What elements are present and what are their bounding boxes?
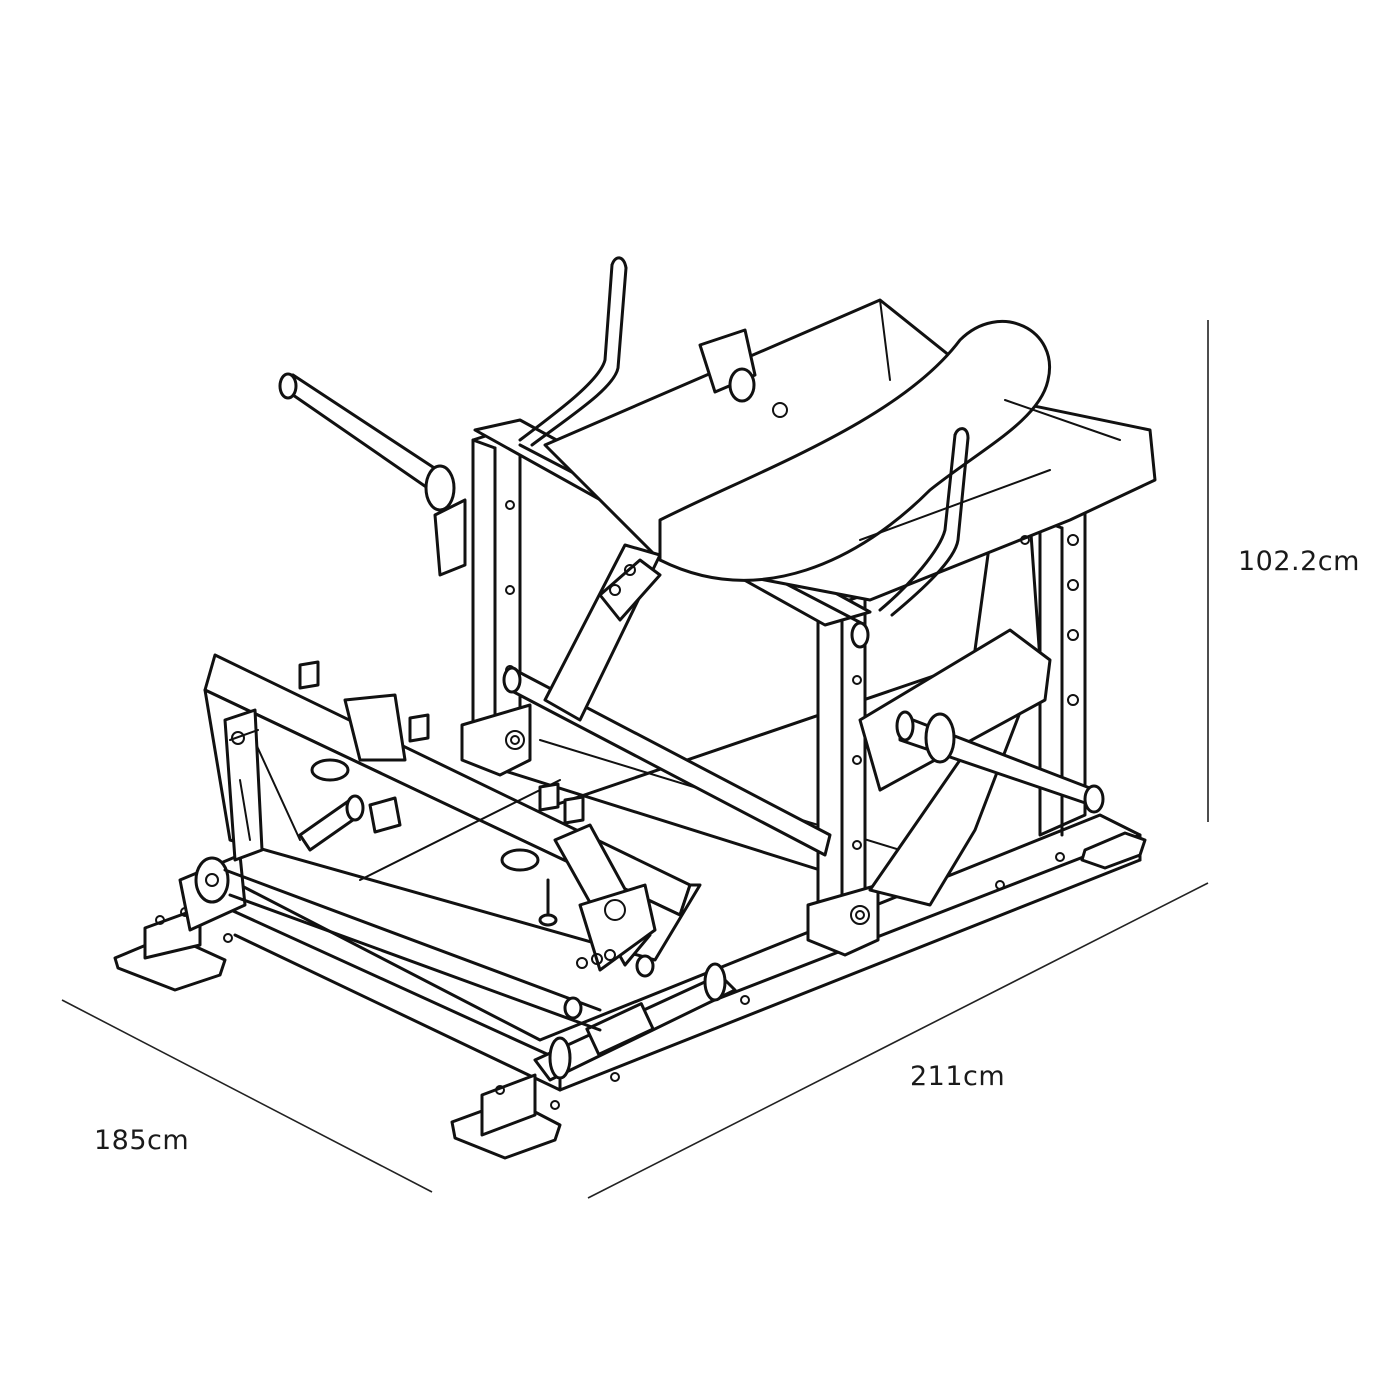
front-base-tube — [533, 962, 750, 1110]
back-pad-assembly — [543, 298, 1157, 602]
height-dimension-label: 102.2cm — [1238, 546, 1360, 577]
width-dimension-label: 185cm — [94, 1125, 190, 1156]
foot-pad-front-right — [450, 1073, 562, 1160]
back-support — [858, 518, 1052, 907]
front-upright-left — [460, 423, 532, 777]
length-dimension-line — [587, 882, 1209, 1199]
platform-linkage — [538, 823, 657, 978]
pivot-block-top — [698, 328, 788, 418]
base-bolts — [223, 535, 1065, 1020]
right-handle — [878, 427, 970, 617]
foot-pad-back-right — [1080, 831, 1147, 870]
width-dimension-line — [61, 999, 433, 1193]
lever-arm — [543, 543, 662, 722]
platform-axle — [298, 794, 402, 852]
foot-pad-front-left — [113, 906, 227, 992]
lower-cross-tube — [502, 666, 832, 857]
front-upright-right — [806, 593, 880, 957]
right-weight-horn — [895, 710, 1105, 814]
left-weight-horn — [278, 372, 467, 577]
left-end-bracket — [178, 853, 602, 1032]
spring-assembly — [223, 708, 264, 862]
left-handle — [518, 256, 628, 447]
length-dimension-label: 211cm — [910, 1061, 1006, 1092]
